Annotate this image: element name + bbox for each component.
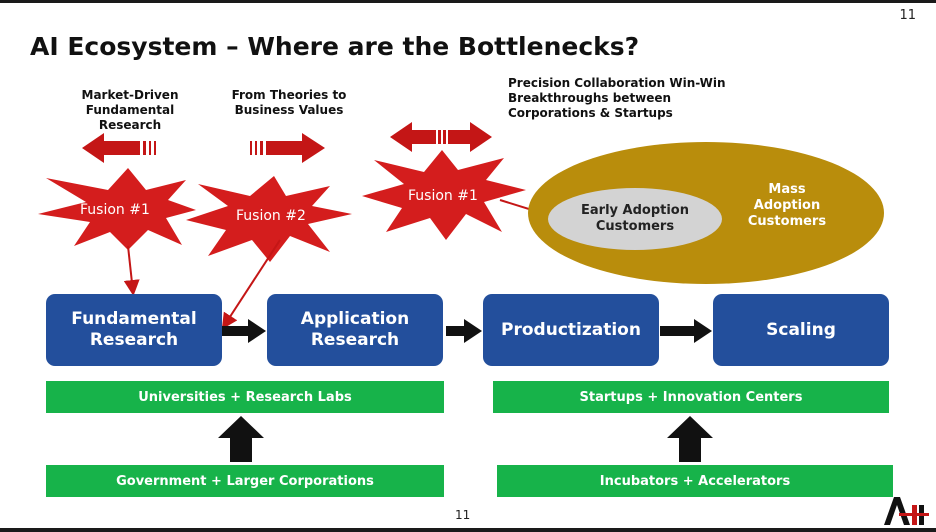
left-block-arrow-1 xyxy=(82,133,156,163)
right-block-arrow xyxy=(250,133,325,163)
fusion-2-burst xyxy=(186,176,352,262)
stage-fundamental-research: Fundamental Research xyxy=(46,294,222,366)
stage-label: Scaling xyxy=(766,319,836,340)
stage-label: Fundamental Research xyxy=(71,309,197,350)
top-rule xyxy=(0,0,936,3)
caption-theories-to-values: From Theories to Business Values xyxy=(231,88,347,117)
bottom-rule xyxy=(0,528,936,532)
stage-label: Application Research xyxy=(300,309,410,350)
fusion-1-left-burst xyxy=(38,168,196,250)
mass-adoption-text: Mass Adoption Customers xyxy=(742,182,832,230)
flow-arrow-1 xyxy=(222,319,266,343)
fusion-1-right-label: Fusion #1 xyxy=(408,188,478,204)
band-universities: Universities + Research Labs xyxy=(46,381,444,413)
double-block-arrow xyxy=(390,122,492,152)
stage-label: Productization xyxy=(501,319,641,340)
caption-market-driven: Market-Driven Fundamental Research xyxy=(81,88,179,132)
up-arrow-right xyxy=(667,416,713,462)
band-startups: Startups + Innovation Centers xyxy=(493,381,889,413)
flow-arrow-2 xyxy=(446,319,482,343)
fusion-1-right-burst xyxy=(362,150,526,240)
stage-scaling: Scaling xyxy=(713,294,889,366)
band-incubators: Incubators + Accelerators xyxy=(497,465,893,497)
fusion-1-left-label: Fusion #1 xyxy=(80,202,150,218)
mass-adoption-label: Mass Adoption Customers xyxy=(747,182,827,229)
stage-application-research: Application Research xyxy=(267,294,443,366)
band-government: Government + Larger Corporations xyxy=(46,465,444,497)
page-number-top: 11 xyxy=(899,8,916,23)
up-arrow-left xyxy=(218,416,264,462)
stage-productization: Productization xyxy=(483,294,659,366)
page-title: AI Ecosystem – Where are the Bottlenecks… xyxy=(30,32,640,61)
fusion-1-to-fundamental-connector xyxy=(123,245,140,296)
page-number-bottom: 11 xyxy=(455,508,471,522)
flow-arrow-3 xyxy=(660,319,712,343)
early-adoption-ellipse: Early Adoption Customers xyxy=(548,188,722,250)
early-adoption-label: Early Adoption Customers xyxy=(581,203,689,234)
caption-collaboration: Precision Collaboration Win-Win Breakthr… xyxy=(508,76,726,120)
fusion-2-to-fundamental-connector xyxy=(221,239,281,330)
fusion-2-label: Fusion #2 xyxy=(236,208,306,224)
